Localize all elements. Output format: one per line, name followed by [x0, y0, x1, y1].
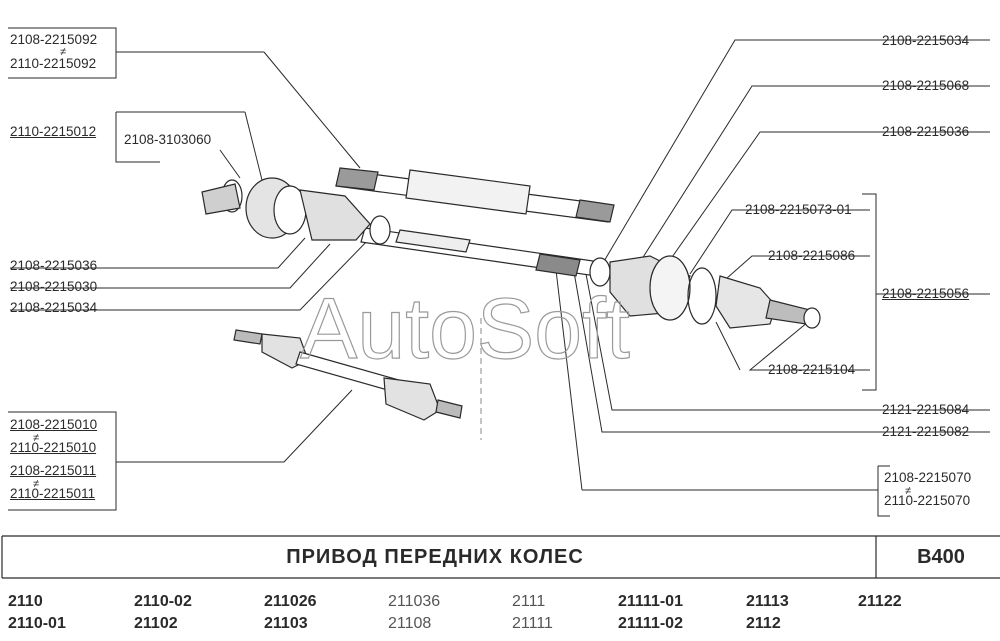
label-r3: 2108-2215036	[882, 124, 970, 139]
model-label: 21111-02	[618, 615, 683, 632]
label-bottom-pair-2: 2110-2215070	[884, 493, 971, 508]
label-r9: 2121-2215082	[882, 424, 970, 439]
label-sub-b: 2108-3103060	[124, 132, 212, 147]
label-l2: 2108-2215030	[10, 279, 98, 294]
neq-symbol: ≠	[33, 432, 40, 444]
neq-symbol: ≠	[33, 478, 40, 490]
label-r4: 2108-2215073-01	[745, 202, 852, 217]
model-label: 2111	[512, 593, 546, 610]
neq-symbol: ≠	[905, 485, 912, 497]
label-r2: 2108-2215068	[882, 78, 970, 93]
model-label: 21111-01	[618, 593, 683, 610]
model-label: 2112	[746, 615, 781, 632]
label-l3: 2108-2215034	[10, 300, 98, 315]
label-bottom-group-1: 2108-2215010	[10, 417, 98, 432]
label-r6: 2108-2215056	[882, 286, 970, 301]
label-bottom-group-2: 2110-2215010	[10, 440, 97, 455]
model-label: 2110-01	[8, 615, 66, 632]
catalog-code: B400	[917, 546, 965, 568]
model-label: 21122	[858, 593, 902, 610]
model-label: 21108	[388, 615, 432, 632]
label-l1: 2108-2215036	[10, 258, 98, 273]
neq-symbol: ≠	[60, 46, 67, 58]
label-r1: 2108-2215034	[882, 33, 970, 48]
label-top-pair-2: 2110-2215092	[10, 56, 97, 71]
label-top-pair-1: 2108-2215092	[10, 32, 98, 47]
label-sub-a: 2110-2215012	[10, 124, 97, 139]
model-label: 2110-02	[134, 593, 192, 610]
watermark-text: AutoSoft	[300, 281, 630, 377]
model-label: 2110	[8, 593, 43, 610]
label-bottom-group-4: 2110-2215011	[10, 486, 96, 501]
page-title: ПРИВОД ПЕРЕДНИХ КОЛЕС	[286, 546, 584, 568]
label-r8: 2121-2215084	[882, 402, 970, 417]
model-label: 211026	[264, 593, 317, 610]
label-bottom-pair-1: 2108-2215070	[884, 470, 972, 485]
model-label: 21102	[134, 615, 178, 632]
model-label: 21113	[746, 593, 789, 610]
label-r7: 2108-2215104	[768, 362, 856, 377]
label-r5: 2108-2215086	[768, 248, 856, 263]
model-label: 21103	[264, 615, 308, 632]
label-bottom-group-3: 2108-2215011	[10, 463, 97, 478]
model-label: 21111	[512, 615, 553, 632]
model-label: 211036	[388, 593, 441, 610]
